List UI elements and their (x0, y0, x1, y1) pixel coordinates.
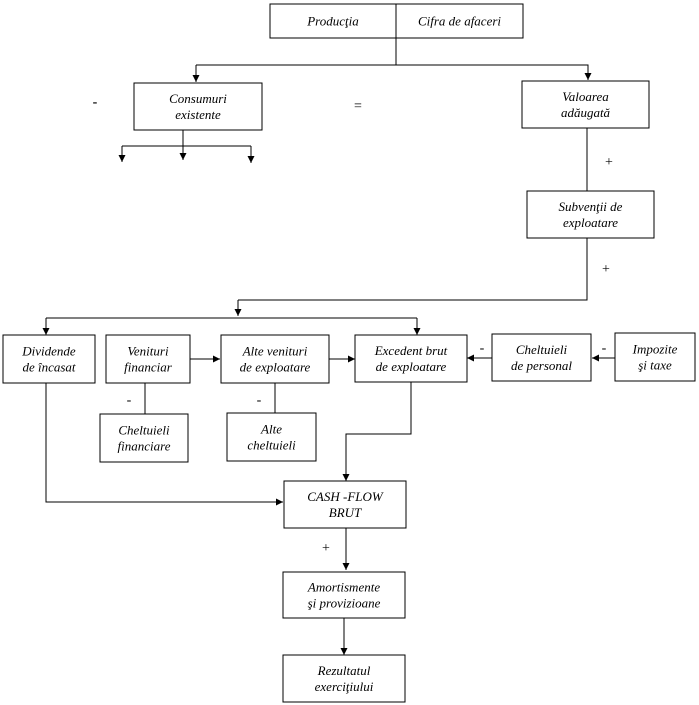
box-label-line: financiare (118, 439, 171, 454)
box-label-line: Consumuri (169, 91, 227, 106)
box-frame (99, 413, 189, 463)
box-label-line: Producţia (306, 14, 359, 29)
box-label-line: de exploatare (376, 359, 447, 374)
sign-minus-impozite: - (602, 341, 607, 356)
box-label-line: BRUT (329, 505, 362, 520)
box-cifra: Cifra de afaceri (395, 3, 524, 39)
arrow-dividende-to-cashflow (45, 383, 283, 506)
sign-minus-left: - (93, 95, 98, 110)
box-label-line: Alte venituri (242, 344, 308, 359)
sign-minus-chpersonal: - (480, 341, 485, 356)
box-frame (283, 480, 407, 529)
box-frame (269, 3, 397, 39)
box-label-line: de personal (511, 358, 572, 373)
box-label-line: de încasat (22, 360, 75, 375)
connector-top-split (196, 38, 397, 66)
box-label-line: Cheltuieli (118, 423, 170, 438)
connector-consumuri-fan (122, 130, 251, 147)
box-label-line: exploatare (563, 215, 618, 230)
box-label-line: adăugată (561, 105, 611, 120)
arrow-excedent-to-cashflow (342, 382, 412, 481)
box-frame (526, 190, 655, 239)
box-label-line: financiar (124, 360, 173, 375)
box-frame (354, 334, 468, 383)
box-label-line: de exploatare (240, 360, 311, 375)
box-productia: Producţia (269, 3, 397, 39)
box-label-line: şi provizioane (308, 596, 381, 611)
box-frame (395, 3, 524, 39)
box-label-line: Alte (260, 422, 282, 437)
sign-minus-chfinanciare: - (127, 393, 132, 408)
box-label-line: Valoarea (562, 89, 609, 104)
sign-plus-cashflow: + (322, 541, 330, 556)
box-frame (614, 332, 696, 382)
box-label-line: existente (175, 107, 221, 122)
boxes: Producţia Cifra de afaceriConsumuriexiste… (2, 3, 696, 703)
box-frame (2, 334, 96, 384)
box-frame (220, 334, 330, 384)
box-label-line: Excedent brut (374, 343, 448, 358)
box-label-line: exerciţiului (315, 679, 374, 694)
box-label-line: Cifra de afaceri (418, 14, 501, 29)
box-frame (491, 333, 592, 382)
box-label-line: Cheltuieli (516, 342, 568, 357)
box-label-line: Venituri (127, 344, 169, 359)
box-label-line: şi taxe (638, 358, 672, 373)
box-frame (226, 412, 317, 462)
box-frame (133, 82, 263, 131)
signs: - = + + - - - - + (93, 95, 613, 556)
sign-plus-valoarea: + (605, 155, 613, 170)
sign-plus-subventii: + (602, 262, 610, 277)
box-frame (521, 80, 650, 129)
sign-minus-altecheltuieli: - (257, 393, 262, 408)
box-label-line: cheltuieli (247, 438, 296, 453)
box-label-line: Dividende (21, 344, 76, 359)
sign-equals: = (354, 99, 362, 114)
box-label-line: Rezultatul (317, 663, 371, 678)
box-frame (105, 334, 191, 384)
box-frame (282, 654, 406, 703)
connectors (42, 38, 615, 655)
box-frame (282, 571, 406, 619)
box-label-line: Amortismente (307, 580, 380, 595)
arrow-to-valoarea (396, 64, 592, 80)
box-label-line: Impozite (632, 342, 678, 357)
box-label-line: CASH -FLOW (307, 489, 384, 504)
connector-subventii-down (238, 238, 588, 301)
box-label-line: Subvenţii de (559, 199, 623, 214)
